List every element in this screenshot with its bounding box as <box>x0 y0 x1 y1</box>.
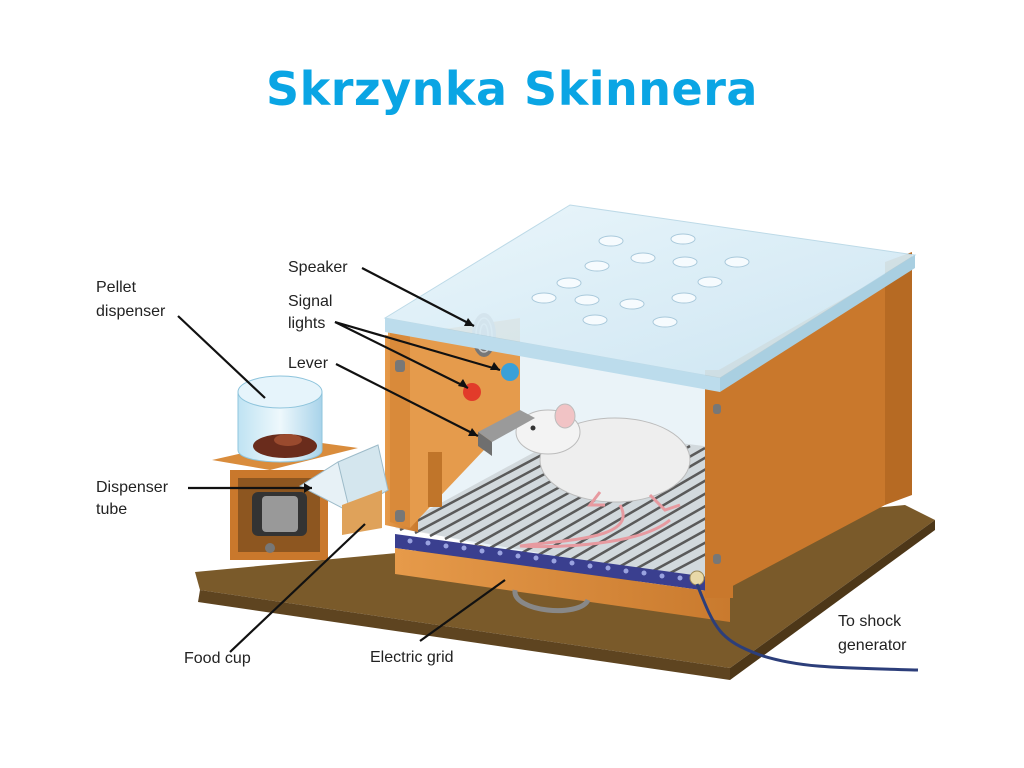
label-signal-lights-line2: lights <box>288 315 325 332</box>
label-food-cup: Food cup <box>184 650 251 667</box>
label-dispenser-tube-line1: Dispenser <box>96 479 169 496</box>
signal-light-blue <box>501 363 519 381</box>
label-dispenser-tube-line2: tube <box>96 501 127 518</box>
label-lever: Lever <box>288 355 329 372</box>
label-pellet-dispenser-line1: Pellet <box>96 279 137 296</box>
label-electric-grid: Electric grid <box>370 649 454 666</box>
shock-connector <box>689 570 705 586</box>
glass-lid <box>383 204 917 392</box>
label-shock-generator-line2: generator <box>838 637 907 654</box>
dispenser-tube <box>298 444 390 535</box>
slide-title: Skrzynka Skinnera <box>266 62 758 116</box>
food-cup-opening <box>428 452 442 507</box>
leader-lines <box>177 267 506 653</box>
grid-drawer <box>395 548 730 622</box>
label-shock-generator-line1: To shock <box>838 613 902 630</box>
bolt <box>713 554 721 564</box>
label-signal-lights-line1: Signal <box>288 293 332 310</box>
bolt <box>395 360 405 372</box>
label-speaker: Speaker <box>288 259 348 276</box>
bolt <box>395 510 405 522</box>
rat <box>515 403 691 549</box>
shock-cable <box>695 583 919 672</box>
pellet-dispenser <box>212 375 358 560</box>
lever-panel <box>390 330 410 528</box>
bolt <box>713 404 721 414</box>
lever <box>478 410 535 456</box>
label-pellet-dispenser-line2: dispenser <box>96 303 166 320</box>
